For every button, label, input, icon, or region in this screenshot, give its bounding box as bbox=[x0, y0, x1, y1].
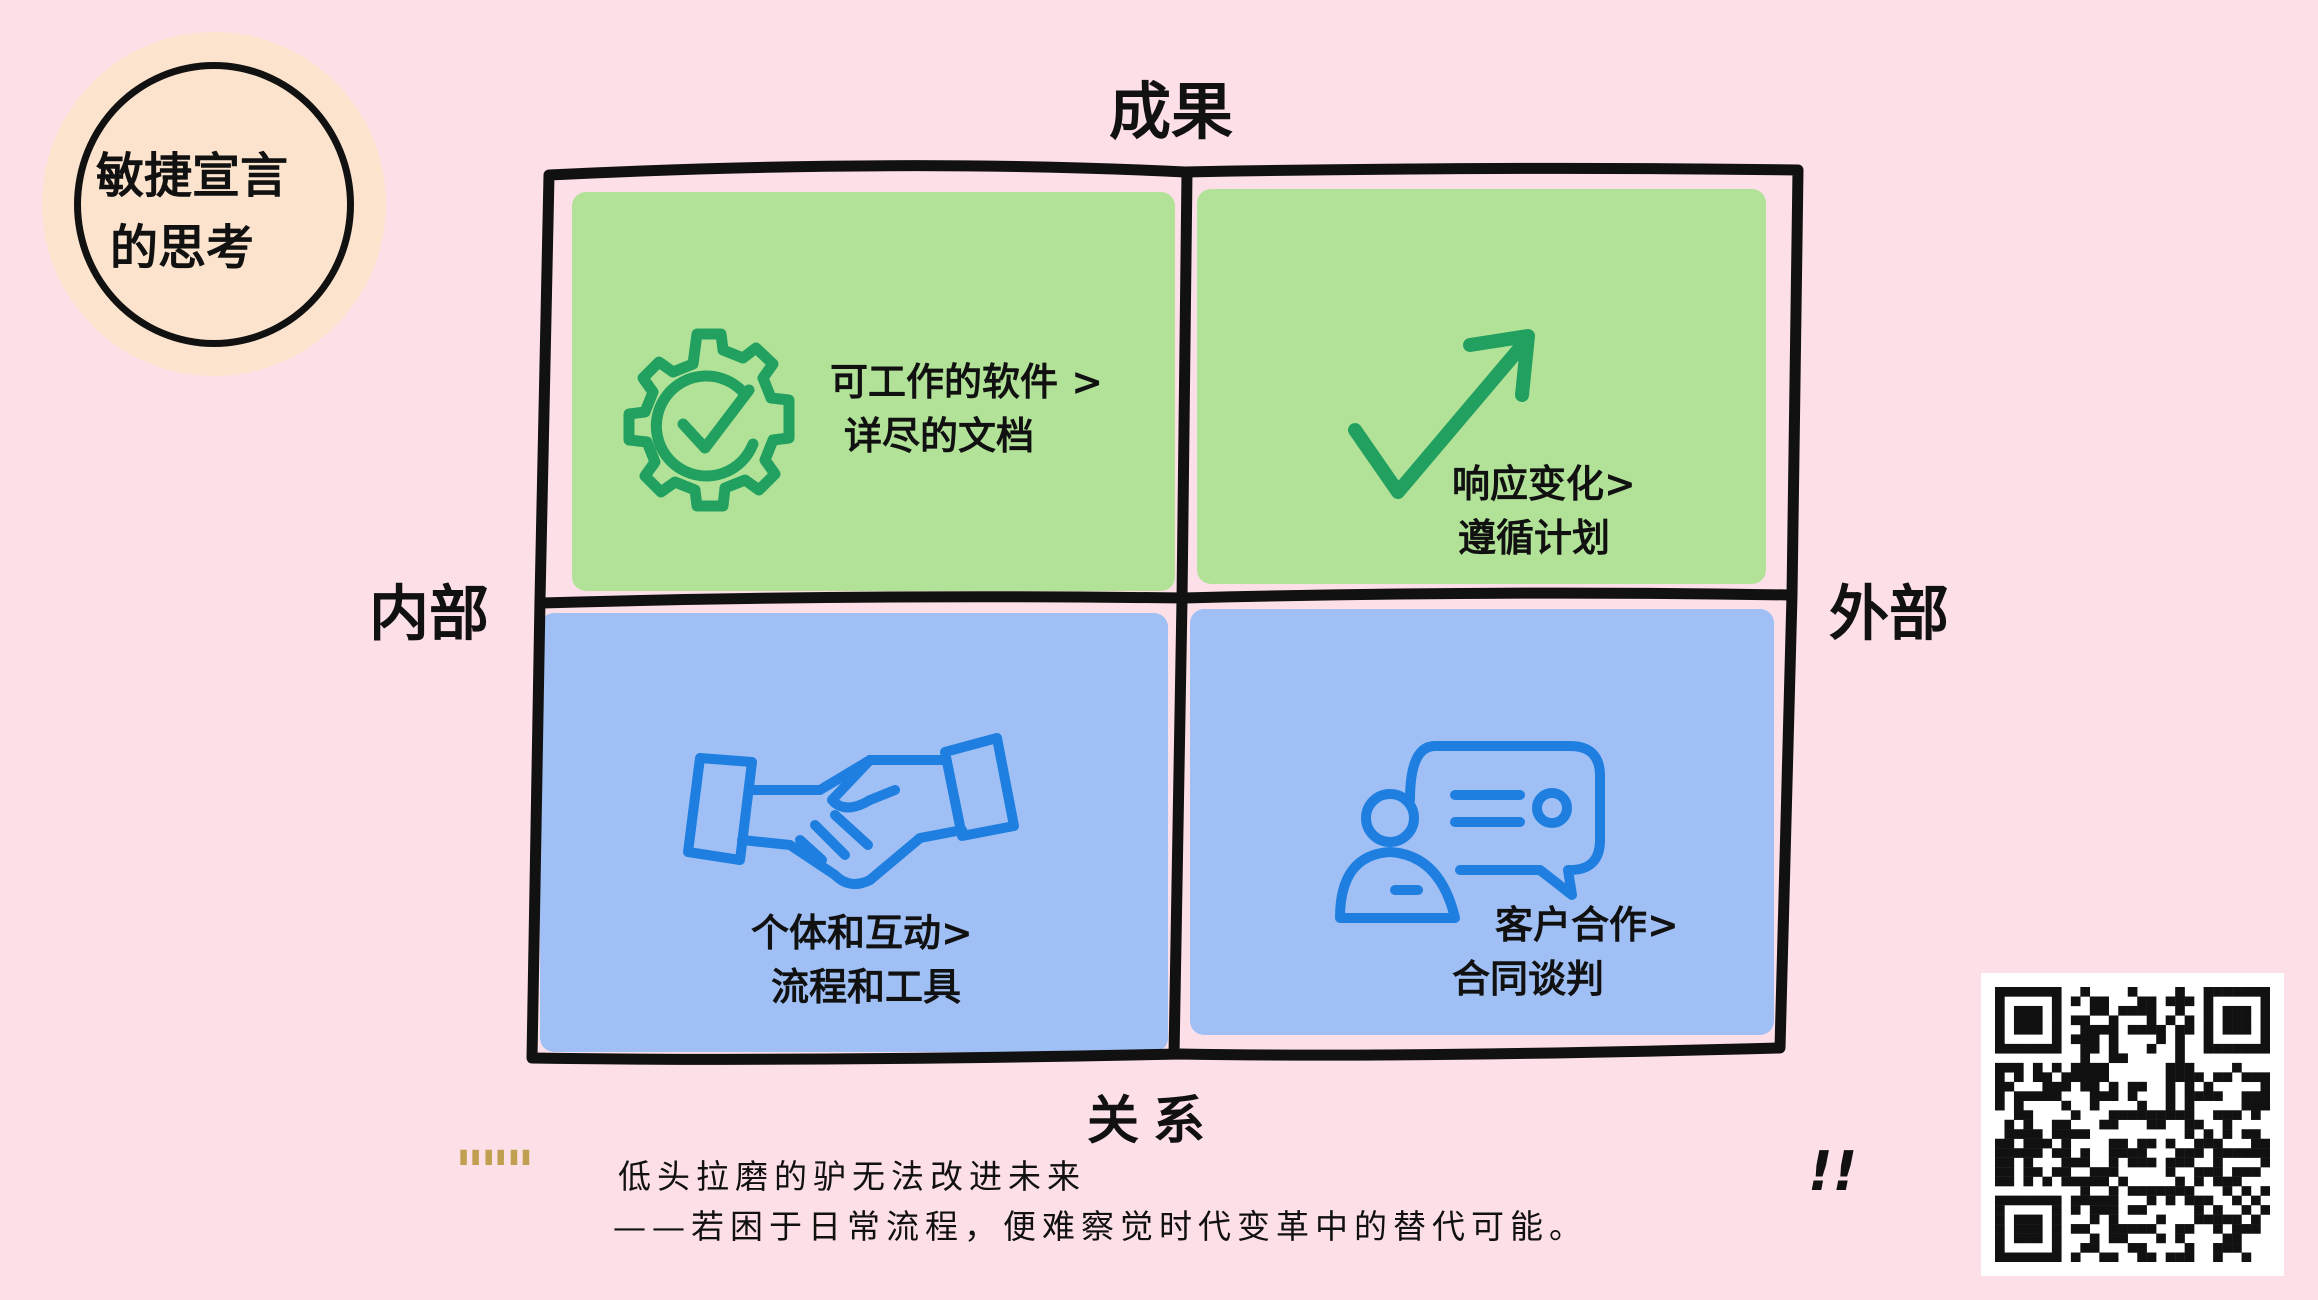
quote-line-1: 低头拉磨的驴无法改进未来 bbox=[618, 1157, 1086, 1196]
badge-circle bbox=[74, 62, 354, 347]
gear-check-icon bbox=[623, 328, 795, 512]
value-line: 流程和工具 bbox=[771, 965, 962, 1009]
value-line: 响应变化> bbox=[1452, 462, 1636, 506]
axis-label-bottom: 关系 bbox=[1086, 1090, 1220, 1152]
value-line: 客户合作> bbox=[1495, 903, 1679, 947]
axis-label-right: 外部 bbox=[1829, 579, 1949, 650]
value-line: 合同谈判 bbox=[1452, 957, 1605, 1001]
badge-line-1: 敏捷宣言 bbox=[96, 148, 289, 204]
value-line: 可工作的软件 > bbox=[830, 360, 1104, 404]
quadrant-text-top-right: 响应变化> 遵循计划 bbox=[1452, 457, 1636, 565]
qr-code-pattern bbox=[1995, 987, 2271, 1263]
badge-title: 敏捷宣言 的思考 bbox=[96, 140, 336, 284]
checkmark-arrow-icon bbox=[1348, 329, 1535, 499]
quadrant-text-top-left: 可工作的软件 > 详尽的文档 bbox=[830, 355, 1103, 463]
handshake-icon bbox=[683, 733, 1019, 889]
axis-label-left: 内部 bbox=[369, 579, 489, 650]
value-line: 遵循计划 bbox=[1458, 516, 1611, 560]
axis-label-top: 成果 bbox=[1108, 75, 1234, 148]
quadrant-text-bottom-right: 客户合作> 合同谈判 bbox=[1452, 898, 1679, 1006]
value-line: 个体和互动> bbox=[751, 911, 973, 955]
quote-line-2: ——若困于日常流程，便难察觉时代变革中的替代可能。 bbox=[613, 1207, 1588, 1246]
value-line: 详尽的文档 bbox=[844, 414, 1035, 458]
quadrant-text-bottom-left: 个体和互动> 流程和工具 bbox=[751, 906, 973, 1014]
quote-open-mark: """ bbox=[455, 1140, 535, 1205]
person-chat-icon bbox=[1335, 741, 1605, 923]
qr-code bbox=[1981, 973, 2284, 1276]
badge-line-2: 的思考 bbox=[110, 220, 255, 276]
quote-close-mark: !! bbox=[1808, 1140, 1858, 1203]
